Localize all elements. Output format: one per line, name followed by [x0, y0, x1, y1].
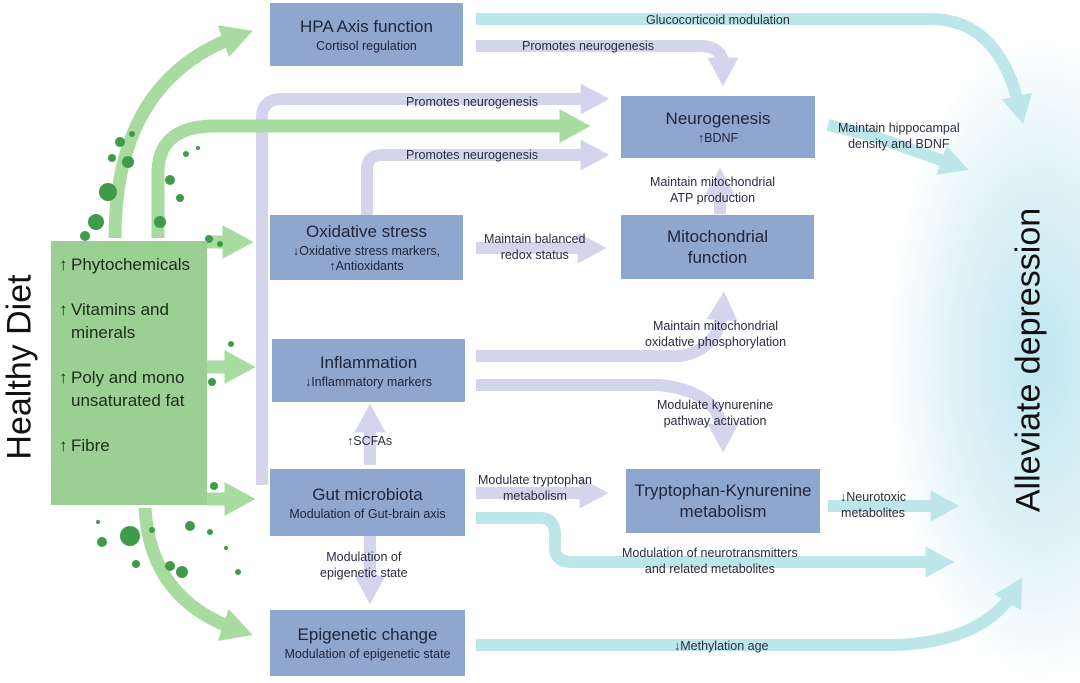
- green-bubble-icon: [80, 131, 241, 578]
- up-arrow-icon: ↑: [59, 436, 68, 455]
- up-arrow-icon: ↑: [59, 300, 68, 319]
- epigenetic-change-subtitle: Modulation of epigenetic state: [284, 647, 451, 661]
- epigenetic-change-box: Epigenetic change Modulation of epigenet…: [270, 610, 465, 676]
- hpa-axis-box: HPA Axis function Cortisol regulation: [270, 3, 463, 66]
- neurotransmitters-label: Modulation of neurotransmitters and rela…: [622, 546, 798, 576]
- promotes-neurogenesis-oxidative-label: Promotes neurogenesis: [406, 148, 539, 162]
- redox-label: Maintain balanced redox status: [484, 232, 586, 262]
- diet-item-label: Phytochemicals: [71, 255, 191, 274]
- promotes-neurogenesis-hpa-label: Promotes neurogenesis: [522, 39, 655, 53]
- scfas-label: ↑SCFAs: [347, 434, 393, 448]
- glucocorticoid-arrow: [476, 13, 1033, 125]
- diet-item-label: Fibre: [71, 436, 110, 455]
- diet-item-phytochemicals: ↑ Phytochemicals: [59, 253, 207, 276]
- hpa-axis-subtitle: Cortisol regulation: [316, 38, 417, 53]
- diet-neurogenesis-arrow: [151, 109, 591, 238]
- hippocampal-arrow: [826, 119, 969, 175]
- diet-item-vitamins: ↑ Vitamins and minerals: [59, 298, 207, 344]
- oxidative-stress-subtitle: ↓Oxidative stress markers, ↑Antioxidants: [292, 244, 441, 273]
- methylation-arrow: [476, 577, 1023, 651]
- glucocorticoid-label: Glucocorticoid modulation: [646, 13, 790, 27]
- hpa-axis-title: HPA Axis function: [300, 16, 433, 36]
- gut-microbiota-box: Gut microbiota Modulation of Gut-brain a…: [270, 469, 465, 536]
- tryptophan-label: Modulate tryptophan metabolism: [478, 473, 592, 503]
- hpa-neurogenesis-arrow: [476, 40, 739, 87]
- healthy-diet-title: Healthy Diet: [0, 274, 39, 460]
- atp-production-label: Maintain mitochondrial ATP production: [650, 175, 776, 205]
- tryptophan-kynurenine-title: Tryptophan-Kynurenine metabolism: [634, 481, 812, 521]
- diet-item-fibre: ↑ Fibre: [59, 434, 207, 457]
- inflammation-title: Inflammation: [319, 352, 418, 372]
- neurogenesis-subtitle: ↑BDNF: [697, 131, 739, 145]
- epigenetic-change-title: Epigenetic change: [297, 625, 438, 644]
- diet-epigenetic-arrow: [138, 507, 253, 641]
- tryptophan-kynurenine-box: Tryptophan-Kynurenine metabolism: [626, 469, 820, 533]
- oxidative-stress-box: Oxidative stress ↓Oxidative stress marke…: [270, 215, 463, 280]
- gut-microbiota-subtitle: Modulation of Gut-brain axis: [289, 506, 446, 521]
- diet-item-label: Vitamins and minerals: [71, 300, 169, 342]
- diet-hpa-arrow: [108, 25, 253, 239]
- kynurenine-pathway-label: Modulate kynurenine pathway activation: [657, 398, 774, 428]
- alleviate-depression-title: Alleviate depression: [1009, 207, 1048, 513]
- inner-lavender-loop: [256, 83, 610, 485]
- gut-microbiota-title: Gut microbiota: [312, 484, 423, 504]
- healthy-diet-box: ↑ Phytochemicals ↑ Vitamins and minerals…: [51, 241, 207, 505]
- neurotoxic-label: ↓Neurotoxic metabolites: [840, 490, 906, 520]
- neurotransmitter-arrow: [476, 512, 955, 578]
- up-arrow-icon: ↑: [59, 368, 68, 387]
- epigenetic-state-label: Modulation of epigenetic state: [320, 550, 408, 580]
- kynurenine-arrow: [476, 379, 739, 453]
- oxphos-label: Maintain mitochondrial oxidative phospho…: [645, 319, 787, 349]
- promotes-neurogenesis-top-label: Promotes neurogenesis: [406, 95, 539, 109]
- neurogenesis-title: Neurogenesis: [665, 109, 771, 128]
- inflammation-box: Inflammation ↓Inflammatory markers: [272, 339, 465, 402]
- neurogenesis-box: Neurogenesis ↑BDNF: [621, 96, 815, 158]
- watermark: 搜狐号@谷禾健康: [880, 652, 1049, 674]
- mitochondrial-function-title: Mitochondrial function: [666, 227, 769, 267]
- oxphos-arrow: [476, 291, 738, 362]
- oxidative-stress-title: Oxidative stress: [306, 222, 427, 241]
- diet-item-fats: ↑ Poly and mono unsaturated fat: [59, 366, 207, 412]
- up-arrow-icon: ↑: [59, 255, 68, 274]
- oxidative-neurogenesis-arrow: [361, 139, 610, 215]
- diet-item-label: Poly and mono unsaturated fat: [71, 368, 185, 410]
- inflammation-subtitle: ↓Inflammatory markers: [304, 374, 433, 389]
- hippocampal-label: Maintain hippocampal density and BDNF: [838, 121, 960, 151]
- methylation-age-label: ↓Methylation age: [674, 639, 769, 653]
- mitochondrial-function-box: Mitochondrial function: [621, 215, 814, 279]
